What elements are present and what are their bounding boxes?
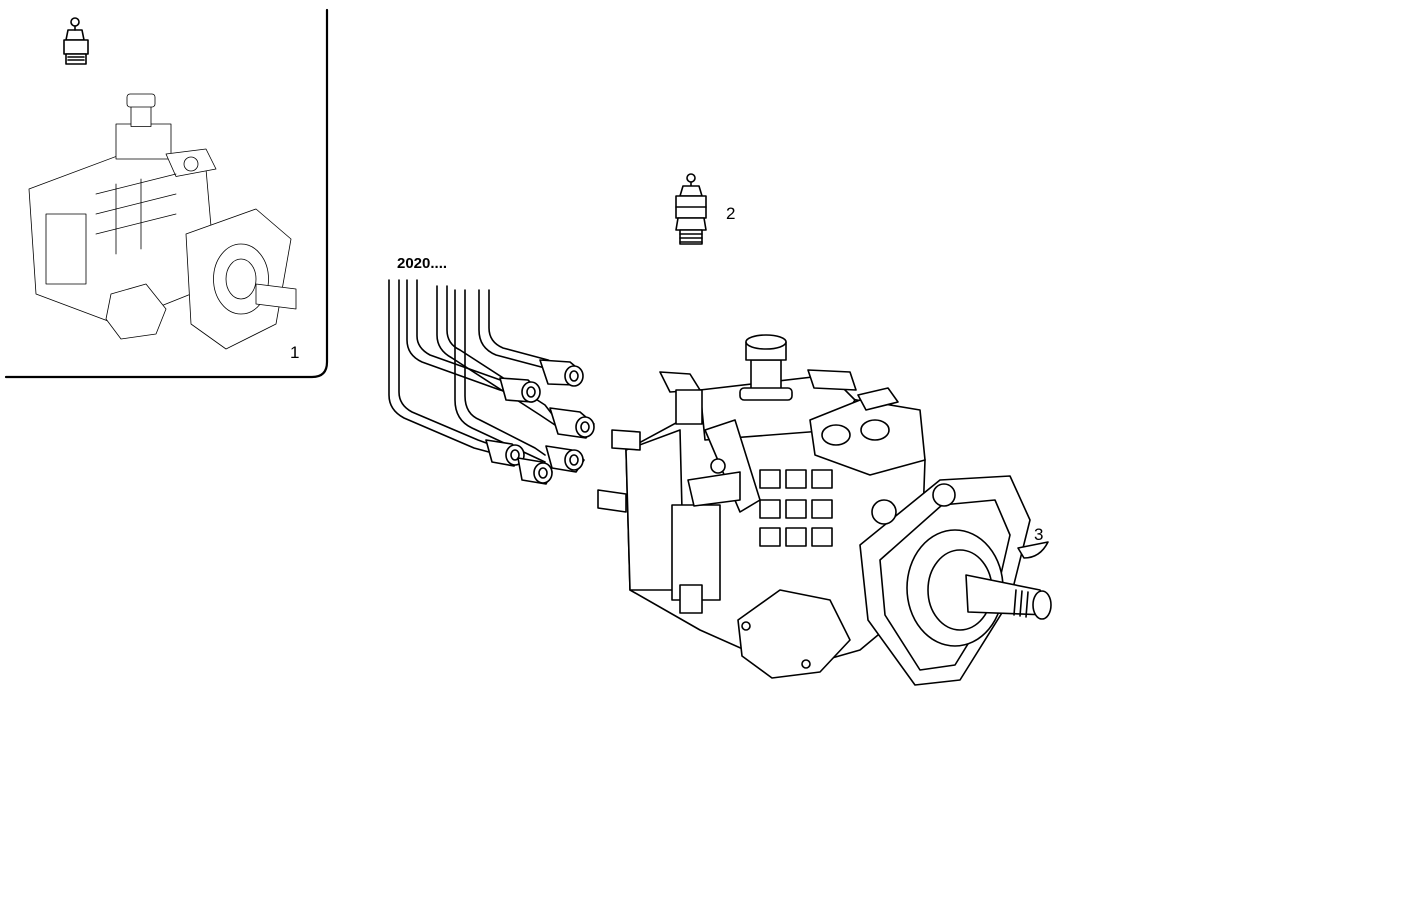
fitting-6 <box>517 457 553 485</box>
fitting-2 <box>499 377 541 403</box>
label-item-1: 1 <box>290 343 299 362</box>
label-item-2: 2 <box>726 204 735 223</box>
inset-panel: 1 <box>4 8 329 379</box>
label-item-3: 3 <box>1034 525 1043 544</box>
label-ref-2020: 2020.... <box>397 255 447 272</box>
inset-pump-body <box>28 93 297 350</box>
fitting-3 <box>549 407 595 439</box>
injection-lines-icon <box>388 279 595 485</box>
pump-ribs <box>759 469 833 547</box>
inset-sensor-icon <box>63 17 89 65</box>
woodruff-key-icon <box>1017 541 1049 559</box>
inset-pump-icon <box>28 93 297 350</box>
sensor-icon <box>675 173 707 245</box>
inset-border <box>4 8 329 379</box>
fitting-5 <box>545 445 585 473</box>
injection-pump-icon <box>597 334 1052 686</box>
fitting-1 <box>539 359 584 387</box>
